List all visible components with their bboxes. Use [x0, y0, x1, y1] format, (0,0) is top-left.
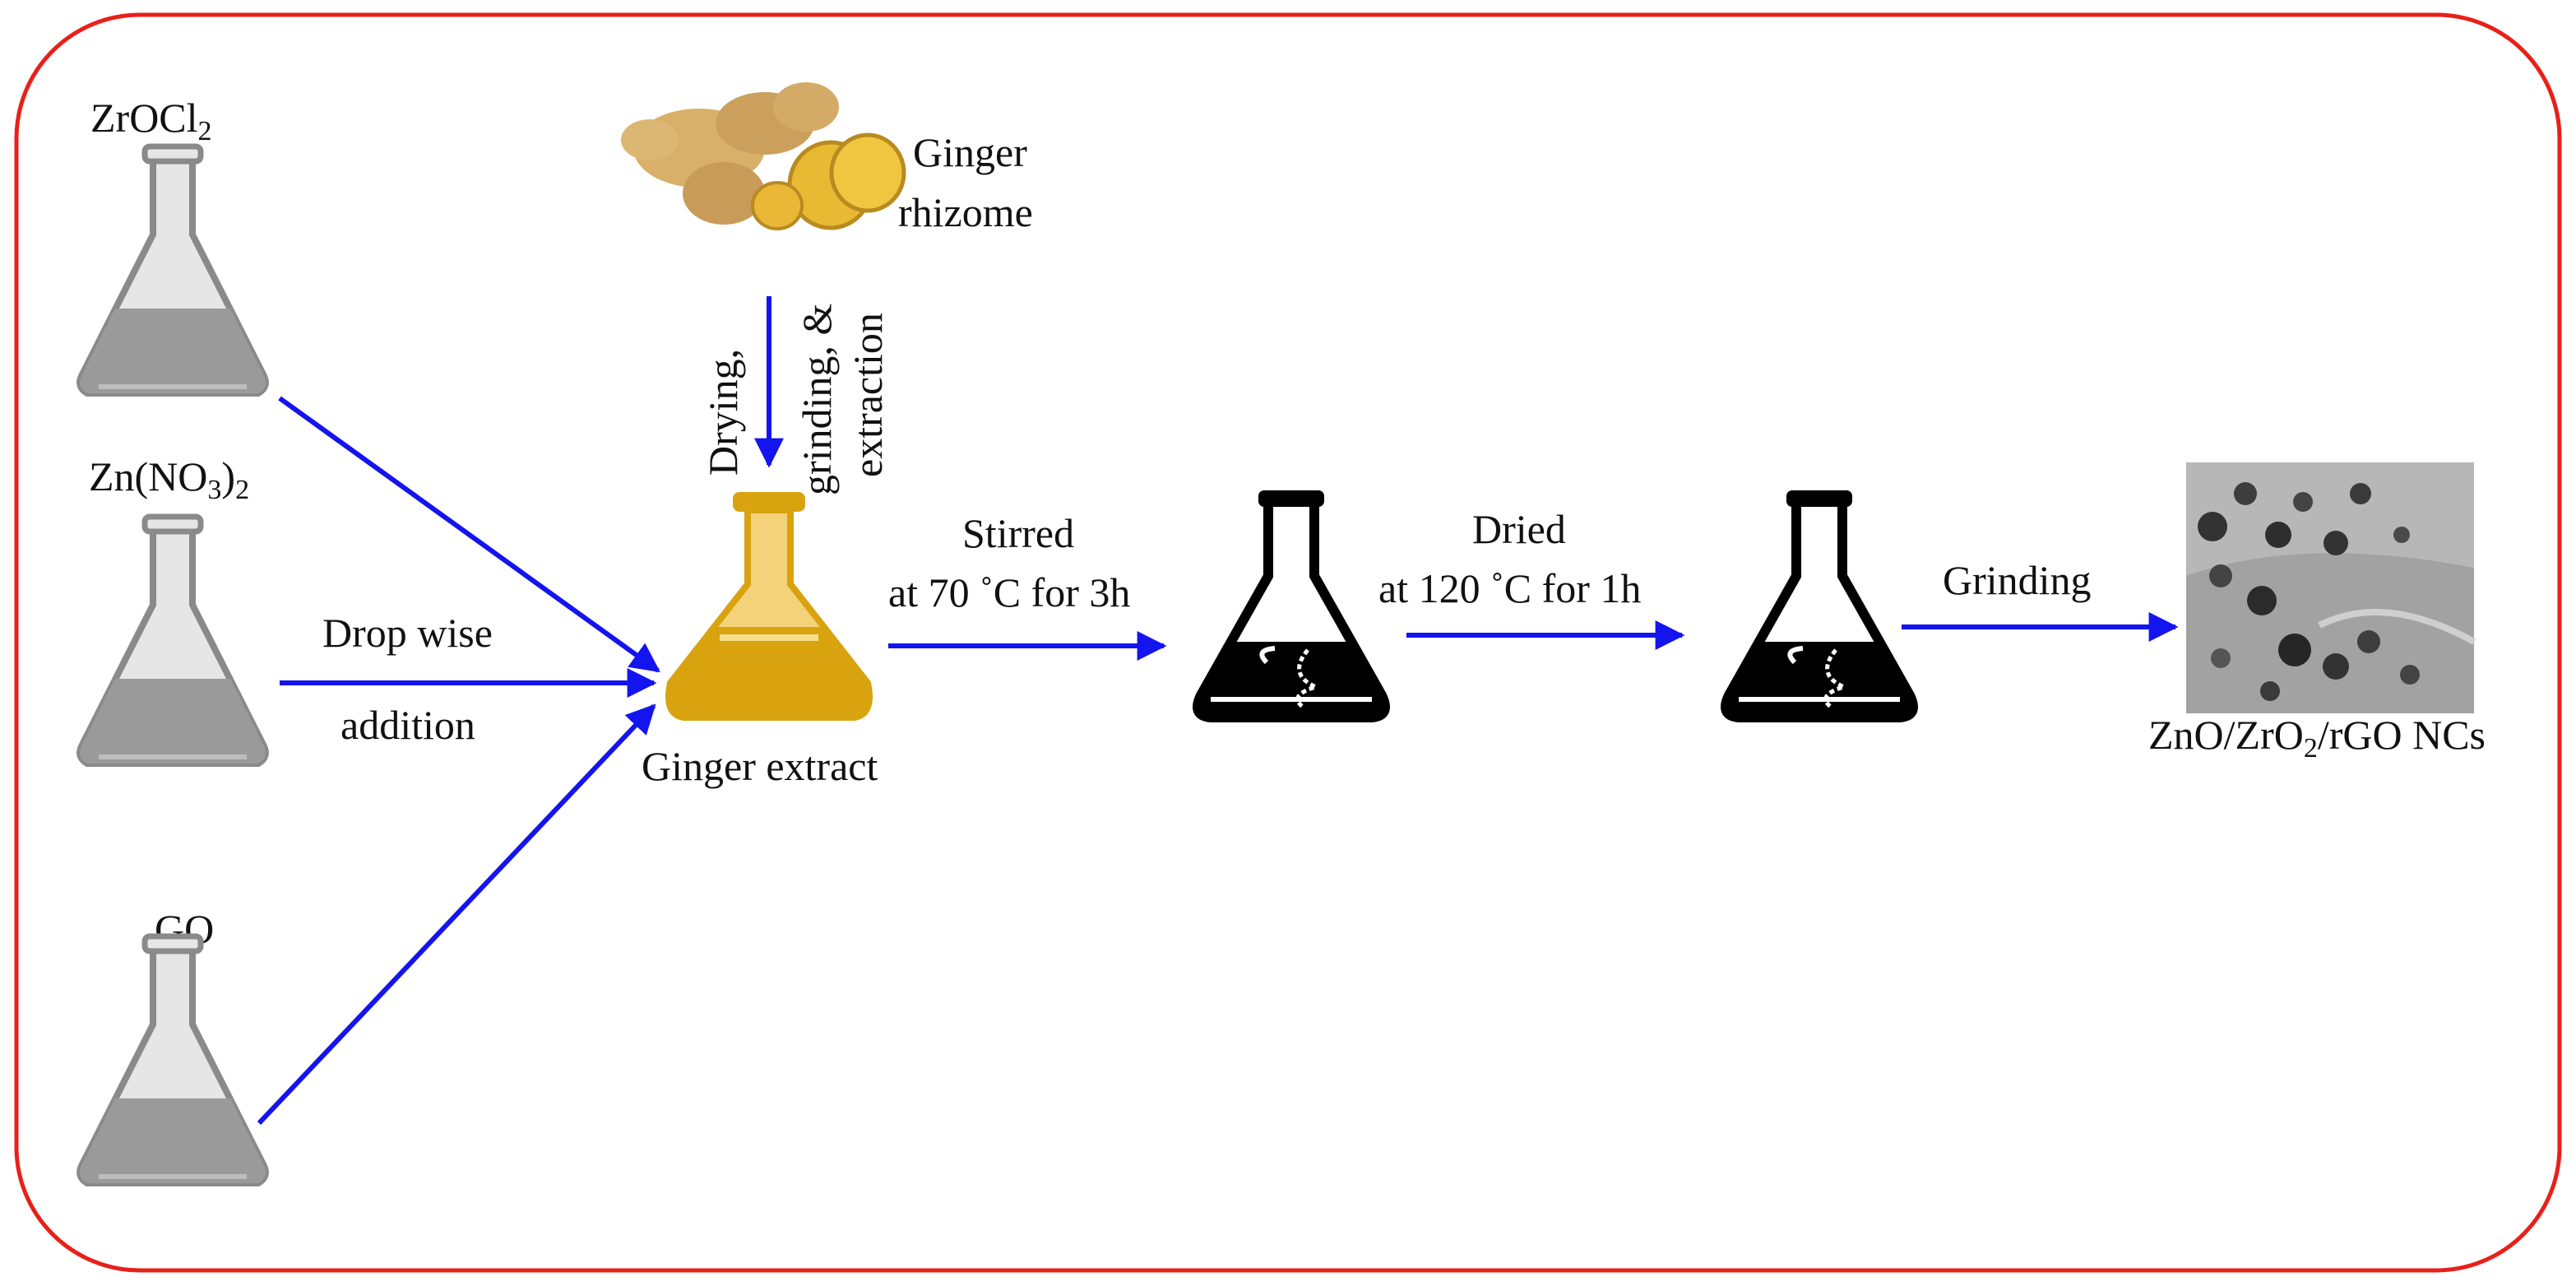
arrow-zrocl2-to-extract: [278, 396, 660, 673]
dried-condition-label: at 120 ˚C for 1h: [1378, 565, 1641, 611]
dried-product-flask-icon: [1726, 490, 1913, 717]
stirred-condition-label: at 70 ˚C for 3h: [888, 569, 1130, 615]
reagent-znno32-label: Zn(NO3)2: [89, 453, 249, 505]
stirred-label: Stirred: [962, 510, 1074, 556]
reagent-zrocl2-label: ZrOCl2: [90, 95, 212, 146]
ginger-rhizome-icon: [621, 82, 906, 230]
zrocl2-flask-icon: [80, 146, 266, 393]
ginger-extract-flask-icon: [665, 492, 873, 721]
ginger-name-line1: Ginger: [913, 129, 1027, 175]
process-label-grinding: grinding, &: [794, 304, 840, 495]
drop-wise-label: Drop wise: [322, 610, 493, 656]
znno32-flask-icon: [80, 517, 266, 764]
stirred-mixture-flask-icon: [1198, 490, 1385, 717]
arrow-go-to-extract: [257, 703, 656, 1126]
process-label-drying: Drying,: [700, 349, 746, 476]
product-label: ZnO/ZrO2/rGO NCs: [2148, 712, 2486, 764]
grinding-label: Grinding: [1943, 557, 2092, 603]
ginger-name-line2: rhizome: [898, 189, 1033, 235]
dried-label: Dried: [1472, 506, 1566, 552]
addition-label: addition: [341, 702, 475, 748]
process-label-extraction: extraction: [845, 313, 891, 477]
ginger-extract-label: Ginger extract: [642, 743, 878, 789]
diagram-border: [14, 12, 2562, 1273]
go-flask-icon: [80, 936, 266, 1183]
tem-micrograph-image: [2186, 462, 2476, 713]
